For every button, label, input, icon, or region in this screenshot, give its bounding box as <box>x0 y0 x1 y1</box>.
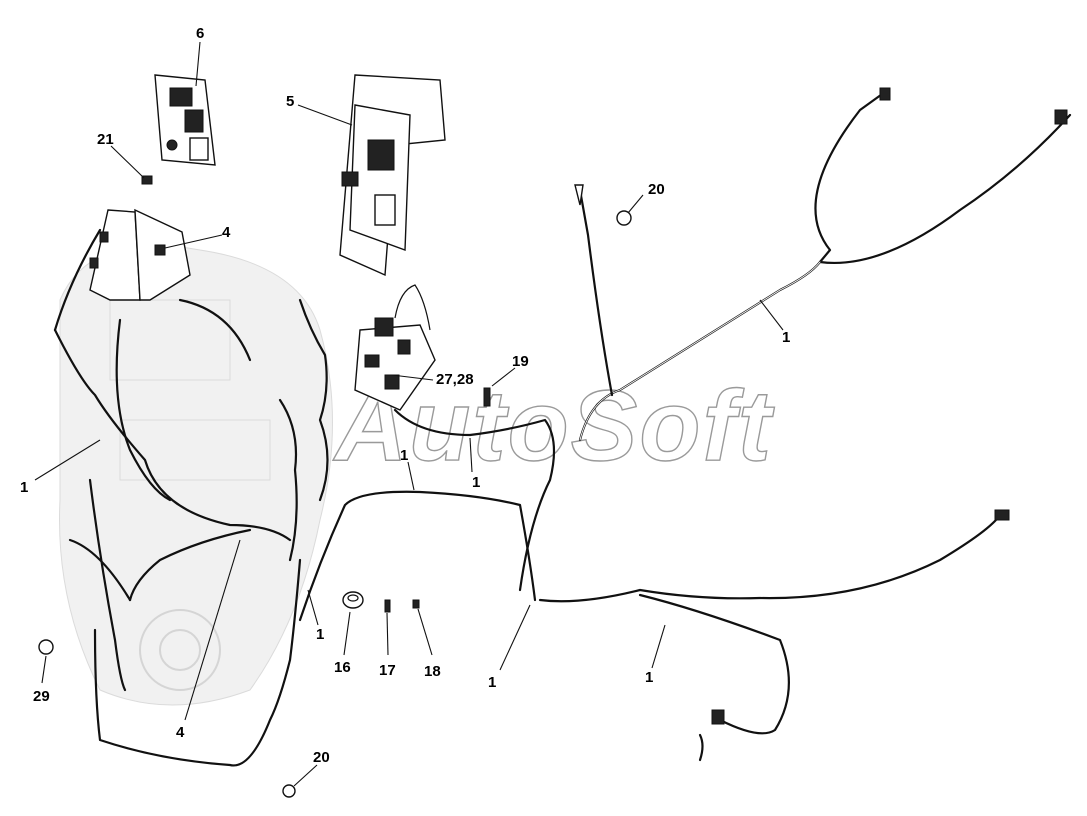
callout-4-top: 4 <box>222 224 231 241</box>
callout-1-right-top: 1 <box>782 329 790 346</box>
callout-6: 6 <box>196 25 204 42</box>
control-module-part <box>339 74 446 277</box>
callout-1-center: 1 <box>400 447 408 464</box>
callout-20-bottom: 20 <box>313 749 330 766</box>
callout-1-lower-center: 1 <box>488 674 496 691</box>
callout-1-mid: 1 <box>316 626 324 643</box>
leader-lines <box>34 41 784 787</box>
callout-1-lower-right: 1 <box>645 669 653 686</box>
callout-1-left: 1 <box>20 479 28 496</box>
callout-17: 17 <box>379 662 396 679</box>
engine-background <box>59 245 333 706</box>
callout-labels: 6 5 21 4 20 1 19 27,28 1 1 1 1 16 17 18 … <box>20 25 790 766</box>
callout-29: 29 <box>33 688 50 705</box>
loose-parts <box>38 210 632 798</box>
callout-21: 21 <box>97 131 114 148</box>
callout-5: 5 <box>286 93 294 110</box>
callout-20-top: 20 <box>648 181 665 198</box>
callout-4-bottom: 4 <box>176 724 185 741</box>
main-harness-wires <box>53 87 1072 767</box>
harness-bracket-part <box>89 208 191 301</box>
callout-16: 16 <box>334 659 351 676</box>
callout-27-28: 27,28 <box>436 371 474 388</box>
clip-part <box>141 175 153 185</box>
callout-19: 19 <box>512 353 529 370</box>
callout-1-center-low: 1 <box>472 474 480 491</box>
callout-18: 18 <box>424 663 441 680</box>
relay-bracket-part <box>154 74 216 166</box>
fuse-block-part <box>354 284 436 411</box>
